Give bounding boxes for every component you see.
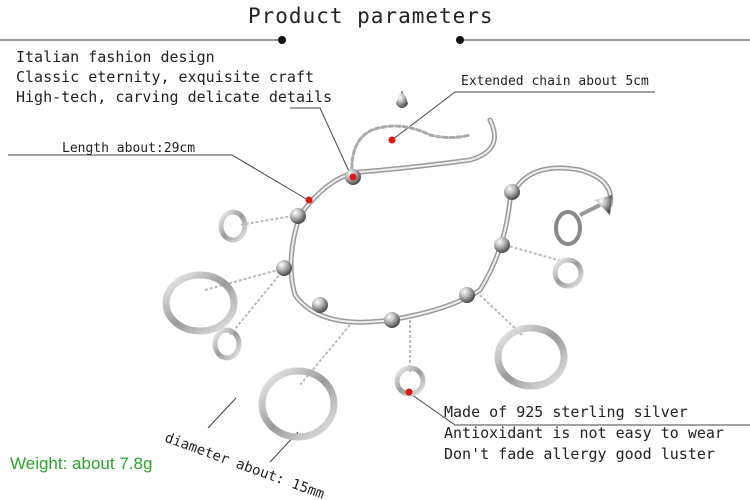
- feature-line: High-tech, carving delicate details: [16, 88, 333, 106]
- lobster-clasp-icon: [554, 195, 612, 246]
- weight-label: Weight: about 7.8g: [10, 454, 153, 473]
- feature-line: Classic eternity, exquisite craft: [16, 68, 315, 86]
- material-line: Made of 925 sterling silver: [444, 403, 688, 421]
- material-line: Antioxidant is not easy to wear: [444, 424, 724, 442]
- material-line: Don't fade allergy good luster: [444, 445, 715, 463]
- red-markers: [305, 136, 413, 396]
- drop-charm-icon: [396, 93, 408, 108]
- dangle-links: [204, 214, 566, 386]
- title-divider: [0, 36, 750, 44]
- extended-chain-callout: Extended chain about 5cm: [461, 74, 649, 89]
- silver-beads: [276, 169, 520, 328]
- feature-line: Italian fashion design: [16, 48, 215, 66]
- bracelet-chain: [288, 91, 614, 325]
- length-callout: Length about:29cm: [62, 141, 196, 156]
- page-title: Product parameters: [248, 4, 494, 28]
